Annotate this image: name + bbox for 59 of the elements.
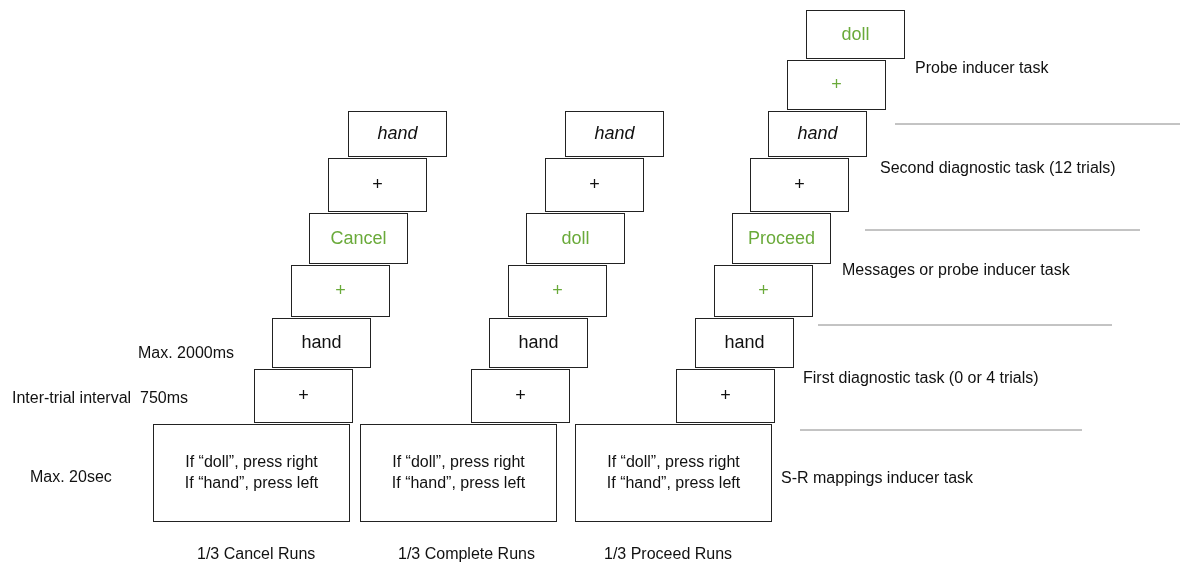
stimulus-screen (732, 213, 831, 264)
stimulus-screen (695, 318, 794, 368)
stimulus-screen (575, 424, 772, 522)
stimulus-screen (254, 369, 353, 423)
screen-text: If “hand”, press left (391, 473, 526, 493)
screen-text: hand (594, 122, 635, 146)
screen-text: + (552, 279, 563, 303)
stimulus-screen (508, 265, 607, 317)
screen-text: + (794, 173, 805, 197)
screen-text: doll (841, 22, 870, 46)
screen-text: hand (797, 122, 838, 146)
screen-text: + (298, 384, 309, 408)
task-label: First diagnostic task (0 or 4 trials) (803, 369, 1039, 387)
screen-text: If “hand”, press left (184, 473, 319, 493)
condition-label: 1/3 Proceed Runs (604, 545, 733, 563)
stimulus-screen (787, 60, 886, 110)
screen-text: Proceed (747, 226, 815, 250)
stimulus-screen (309, 213, 408, 264)
screen-text: + (831, 73, 842, 97)
screen-text: doll (561, 226, 590, 250)
task-label: Messages or probe inducer task (842, 261, 1070, 279)
stimulus-screen (348, 111, 447, 157)
screen-text: + (589, 173, 600, 197)
screen-text: Cancel (330, 226, 387, 250)
condition-label: 1/3 Cancel Runs (197, 545, 316, 563)
stimulus-screen (328, 158, 427, 212)
screen-text: If “doll”, press right (392, 452, 525, 473)
stimulus-screen (291, 265, 390, 317)
stimulus-screen (676, 369, 775, 423)
condition-label: 1/3 Complete Runs (398, 545, 535, 563)
screen-text: If “hand”, press left (606, 473, 741, 493)
screen-text: hand (377, 122, 418, 146)
timing-label: Max. 2000ms (138, 344, 235, 362)
stimulus-screen (545, 158, 644, 212)
timing-label: Inter-trial interval 750ms (12, 389, 189, 407)
screen-text: + (335, 279, 346, 303)
screen-text: + (720, 384, 731, 408)
stimulus-screen (750, 158, 849, 212)
screen-text: If “doll”, press right (607, 452, 740, 473)
stimulus-screen (768, 111, 867, 157)
stimulus-screen (489, 318, 588, 368)
stimulus-screen (565, 111, 664, 157)
stimulus-screen (360, 424, 557, 522)
screen-text: hand (301, 331, 342, 355)
task-label: Probe inducer task (915, 59, 1049, 77)
stimulus-screen (272, 318, 371, 368)
stimulus-screen (471, 369, 570, 423)
stimulus-screen (153, 424, 350, 522)
screen-text: + (372, 173, 383, 197)
screen-text: hand (724, 331, 765, 355)
screen-text: If “doll”, press right (185, 452, 318, 473)
screen-text: hand (518, 331, 559, 355)
screen-text: + (515, 384, 526, 408)
task-label: Second diagnostic task (12 trials) (880, 159, 1116, 177)
stimulus-screen (714, 265, 813, 317)
stimulus-screen (806, 10, 905, 59)
stimulus-screen (526, 213, 625, 264)
timing-label: Max. 20sec (30, 468, 112, 486)
screen-text: + (758, 279, 769, 303)
